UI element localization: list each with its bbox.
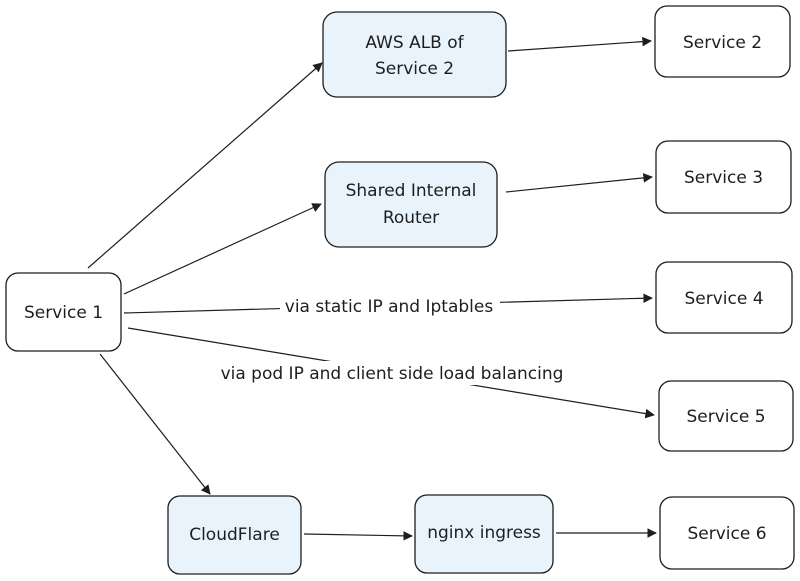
node-cloudflare-label: CloudFlare bbox=[189, 525, 280, 545]
edge-labels: via static IP and Iptables via pod IP an… bbox=[212, 294, 574, 385]
node-shared-router-label-line1: Shared Internal bbox=[346, 181, 477, 201]
node-shared-router-label-line2: Router bbox=[383, 208, 439, 228]
node-service-1-label: Service 1 bbox=[24, 303, 103, 323]
node-nginx-ingress: nginx ingress bbox=[414, 494, 554, 574]
edge-cloudflare-to-nginx bbox=[303, 531, 413, 541]
node-service-4-box bbox=[655, 261, 793, 334]
node-cloudflare: CloudFlare bbox=[167, 495, 302, 575]
node-service-3-box bbox=[655, 140, 792, 214]
label-background bbox=[212, 361, 574, 385]
node-aws-alb-label-line1: AWS ALB of bbox=[365, 33, 464, 53]
node-service-2-label: Service 2 bbox=[683, 33, 762, 53]
edge-service1-to-alb bbox=[87, 62, 323, 269]
node-service-1: Service 1 bbox=[5, 272, 122, 352]
edge-router-to-service3 bbox=[505, 173, 653, 193]
edges bbox=[87, 36, 657, 541]
node-service-3-label: Service 3 bbox=[684, 168, 763, 188]
node-service-6: Service 6 bbox=[659, 496, 795, 570]
node-shared-router-box bbox=[324, 161, 498, 248]
node-service-1-box bbox=[5, 272, 122, 352]
node-nginx-ingress-box bbox=[414, 494, 554, 574]
node-service-5-box bbox=[658, 380, 794, 452]
edge-service1-to-cloudflare bbox=[99, 353, 211, 495]
node-nginx-ingress-label: nginx ingress bbox=[427, 523, 541, 543]
node-service-2: Service 2 bbox=[654, 5, 791, 78]
edge-alb-to-service2 bbox=[507, 36, 652, 52]
node-service-6-box bbox=[659, 496, 795, 570]
edge-service1-to-router bbox=[123, 203, 322, 295]
node-aws-alb-label-line2: Service 2 bbox=[375, 59, 454, 79]
node-service-4: Service 4 bbox=[655, 261, 793, 334]
node-service-5-label: Service 5 bbox=[686, 407, 765, 427]
node-aws-alb-box bbox=[322, 11, 507, 98]
node-cloudflare-box bbox=[167, 495, 302, 575]
node-service-2-box bbox=[654, 5, 791, 78]
node-aws-alb: AWS ALB of Service 2 bbox=[322, 11, 507, 98]
edge-label-pod-ip: via pod IP and client side load balancin… bbox=[221, 364, 564, 384]
node-service-6-label: Service 6 bbox=[687, 524, 766, 544]
node-service-5: Service 5 bbox=[658, 380, 794, 452]
label-background bbox=[280, 294, 500, 318]
node-shared-router: Shared Internal Router bbox=[324, 161, 498, 248]
node-service-3: Service 3 bbox=[655, 140, 792, 214]
edge-label-static-ip: via static IP and Iptables bbox=[285, 297, 494, 317]
node-service-4-label: Service 4 bbox=[684, 289, 763, 309]
